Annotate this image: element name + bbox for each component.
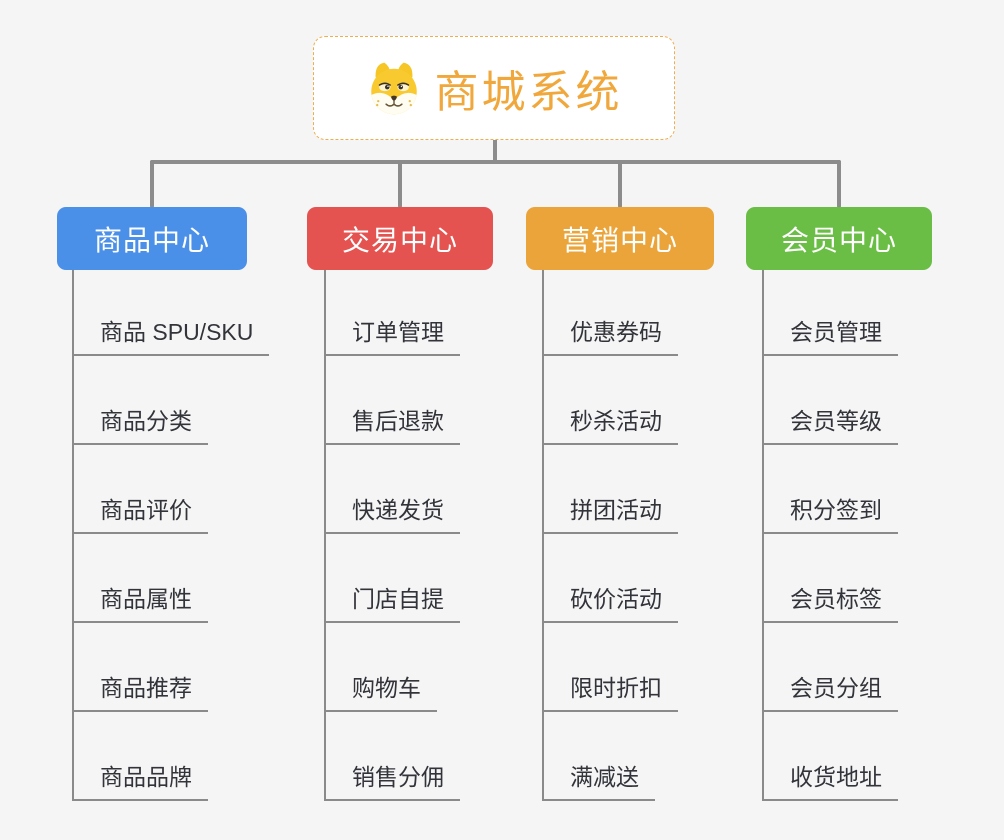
leaf-node[interactable]: 会员分组 xyxy=(762,673,898,712)
leaf-node[interactable]: 快递发货 xyxy=(324,495,460,534)
leaf-node[interactable]: 满减送 xyxy=(542,762,655,801)
branch-trade-center[interactable]: 交易中心 xyxy=(307,207,493,270)
leaf-node[interactable]: 收货地址 xyxy=(762,762,898,801)
leaf-node[interactable]: 门店自提 xyxy=(324,584,460,623)
leaf-node[interactable]: 拼团活动 xyxy=(542,495,678,534)
trunk-product-center xyxy=(72,270,74,801)
branch-label: 商品中心 xyxy=(93,224,210,256)
connector-bus xyxy=(150,160,841,164)
leaf-node[interactable]: 订单管理 xyxy=(324,317,460,356)
leaf-node[interactable]: 商品评价 xyxy=(72,495,208,534)
leaf-node[interactable]: 售后退款 xyxy=(324,406,460,445)
branch-label: 交易中心 xyxy=(341,224,458,256)
leaf-node[interactable]: 优惠券码 xyxy=(542,317,678,356)
branch-marketing-center[interactable]: 营销中心 xyxy=(526,207,714,270)
branch-label: 营销中心 xyxy=(561,224,678,256)
leaf-node[interactable]: 砍价活动 xyxy=(542,584,678,623)
shiba-dog-icon xyxy=(370,62,417,115)
root-node[interactable]: 商城系统 xyxy=(313,36,675,140)
trunk-member-center xyxy=(762,270,764,801)
trunk-trade-center xyxy=(324,270,326,801)
leaf-node[interactable]: 会员等级 xyxy=(762,406,898,445)
connector-drop-marketing xyxy=(618,160,622,208)
connector-drop-product xyxy=(150,160,154,208)
root-title: 商城系统 xyxy=(434,68,623,117)
branch-label: 会员中心 xyxy=(780,224,897,256)
leaf-node[interactable]: 限时折扣 xyxy=(542,673,678,712)
leaf-node[interactable]: 会员管理 xyxy=(762,317,898,356)
leaf-node[interactable]: 销售分佣 xyxy=(324,762,460,801)
branch-product-center[interactable]: 商品中心 xyxy=(57,207,247,270)
leaf-node[interactable]: 商品属性 xyxy=(72,584,208,623)
leaf-node[interactable]: 商品品牌 xyxy=(72,762,208,801)
trunk-marketing-center xyxy=(542,270,544,801)
leaf-node[interactable]: 商品推荐 xyxy=(72,673,208,712)
leaf-node[interactable]: 积分签到 xyxy=(762,495,898,534)
leaf-node[interactable]: 会员标签 xyxy=(762,584,898,623)
connector-drop-member xyxy=(837,160,841,208)
branch-member-center[interactable]: 会员中心 xyxy=(746,207,932,270)
leaf-node[interactable]: 秒杀活动 xyxy=(542,406,678,445)
connector-drop-trade xyxy=(398,160,402,208)
leaf-node[interactable]: 购物车 xyxy=(324,673,437,712)
connector-root-stem xyxy=(493,138,497,164)
leaf-node[interactable]: 商品 SPU/SKU xyxy=(72,317,270,356)
leaf-node[interactable]: 商品分类 xyxy=(72,406,208,445)
